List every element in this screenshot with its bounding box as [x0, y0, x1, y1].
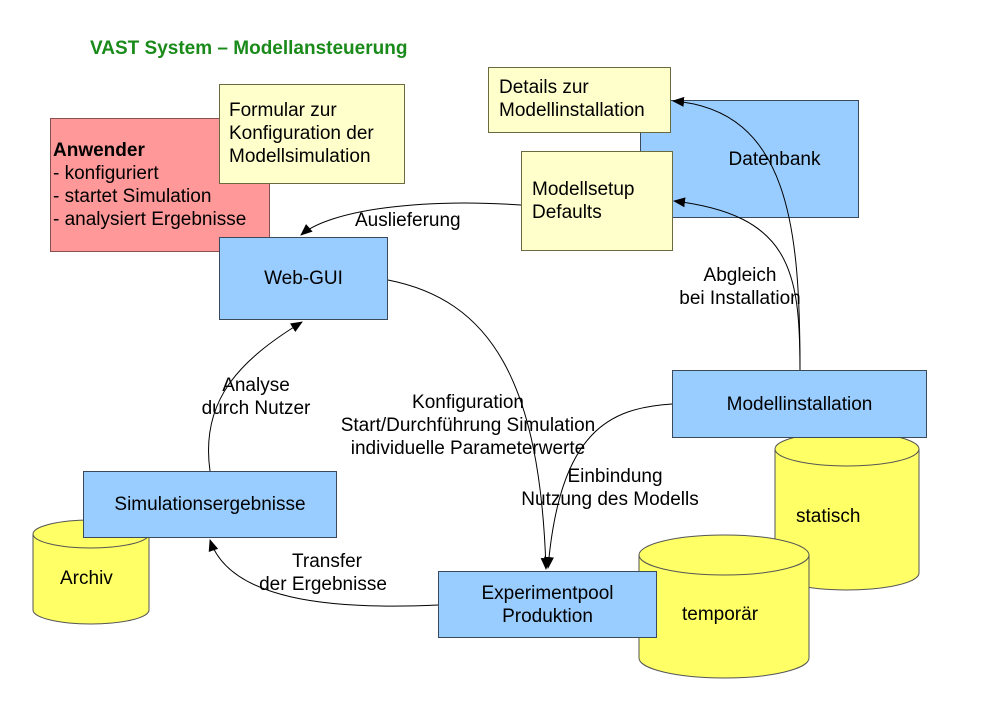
- anwender-item-2: - startet Simulation: [53, 186, 212, 207]
- arrow-analyse: [208, 321, 303, 472]
- diagram-title: VAST System – Modellansteuerung: [90, 38, 408, 59]
- modellsetup-note: Modellsetup Defaults: [521, 151, 673, 251]
- details-line-2: Modellinstallation: [499, 100, 645, 121]
- label-auslieferung: Auslieferung: [355, 210, 461, 231]
- formular-line-2: Konfiguration der: [229, 123, 374, 144]
- arrow-abgleich-setup: [673, 197, 801, 371]
- label-abgleich: Abgleich bei Installation: [660, 264, 820, 310]
- temporaer-label: temporär: [682, 604, 759, 625]
- formular-note: Formular zur Konfiguration der Modellsim…: [219, 84, 405, 184]
- formular-line-1: Formular zur: [229, 100, 337, 121]
- simulationsergebnisse-box: Simulationsergebnisse: [83, 471, 337, 538]
- arrow-transfer: [208, 539, 439, 607]
- webgui-box: Web-GUI: [219, 237, 388, 320]
- label-transfer-line-2: der Ergebnisse: [259, 574, 387, 595]
- formular-line-3: Modellsimulation: [229, 146, 371, 167]
- label-einbindung-line-2: Nutzung des Modells: [521, 489, 699, 510]
- temporaer-cylinder: [638, 534, 810, 679]
- details-note: Details zur Modellinstallation: [488, 67, 671, 133]
- webgui-label: Web-GUI: [264, 268, 343, 289]
- label-abgleich-line-2: bei Installation: [679, 288, 801, 309]
- modellinstallation-box: Modellinstallation: [672, 370, 927, 438]
- arrow-einbindung: [543, 403, 673, 569]
- experimentpool-box: Experimentpool Produktion: [438, 571, 657, 638]
- arrow-auslieferung: [300, 202, 522, 236]
- label-analyse: Analyse durch Nutzer: [186, 374, 326, 420]
- label-konfiguration-line-3: individuelle Parameterwerte: [350, 438, 586, 459]
- label-abgleich-line-1: Abgleich: [703, 265, 777, 286]
- label-transfer-line-1: Transfer: [291, 551, 363, 572]
- modellinstallation-label: Modellinstallation: [726, 393, 873, 415]
- details-line-1: Details zur: [499, 77, 589, 98]
- modellsetup-line-2: Defaults: [532, 202, 602, 223]
- label-konfiguration: Konfiguration Start/Durchführung Simulat…: [318, 391, 618, 460]
- datenbank-label: Datenbank: [728, 148, 821, 170]
- label-konfiguration-line-2: Start/Durchführung Simulation: [340, 415, 596, 436]
- label-einbindung: Einbindung Nutzung des Modells: [505, 465, 715, 511]
- anwender-item-3: - analysiert Ergebnisse: [53, 209, 247, 230]
- arrow-abgleich-details: [672, 96, 801, 371]
- statisch-label: statisch: [796, 506, 861, 527]
- label-analyse-line-2: durch Nutzer: [201, 398, 311, 419]
- label-einbindung-line-1: Einbindung: [567, 466, 663, 487]
- label-transfer: Transfer der Ergebnisse: [248, 550, 398, 596]
- modellsetup-line-1: Modellsetup: [532, 179, 635, 200]
- label-konfiguration-line-1: Konfiguration: [412, 392, 524, 413]
- anwender-heading: Anwender: [53, 140, 145, 161]
- anwender-item-1: - konfiguriert: [53, 163, 159, 184]
- arrow-konfiguration: [387, 279, 551, 570]
- simulationsergebnisse-label: Simulationsergebnisse: [114, 494, 306, 515]
- experimentpool-line-1: Experimentpool: [481, 582, 614, 604]
- label-analyse-line-1: Analyse: [222, 375, 290, 396]
- experimentpool-line-2: Produktion: [502, 605, 593, 627]
- archiv-label: Archiv: [60, 568, 113, 589]
